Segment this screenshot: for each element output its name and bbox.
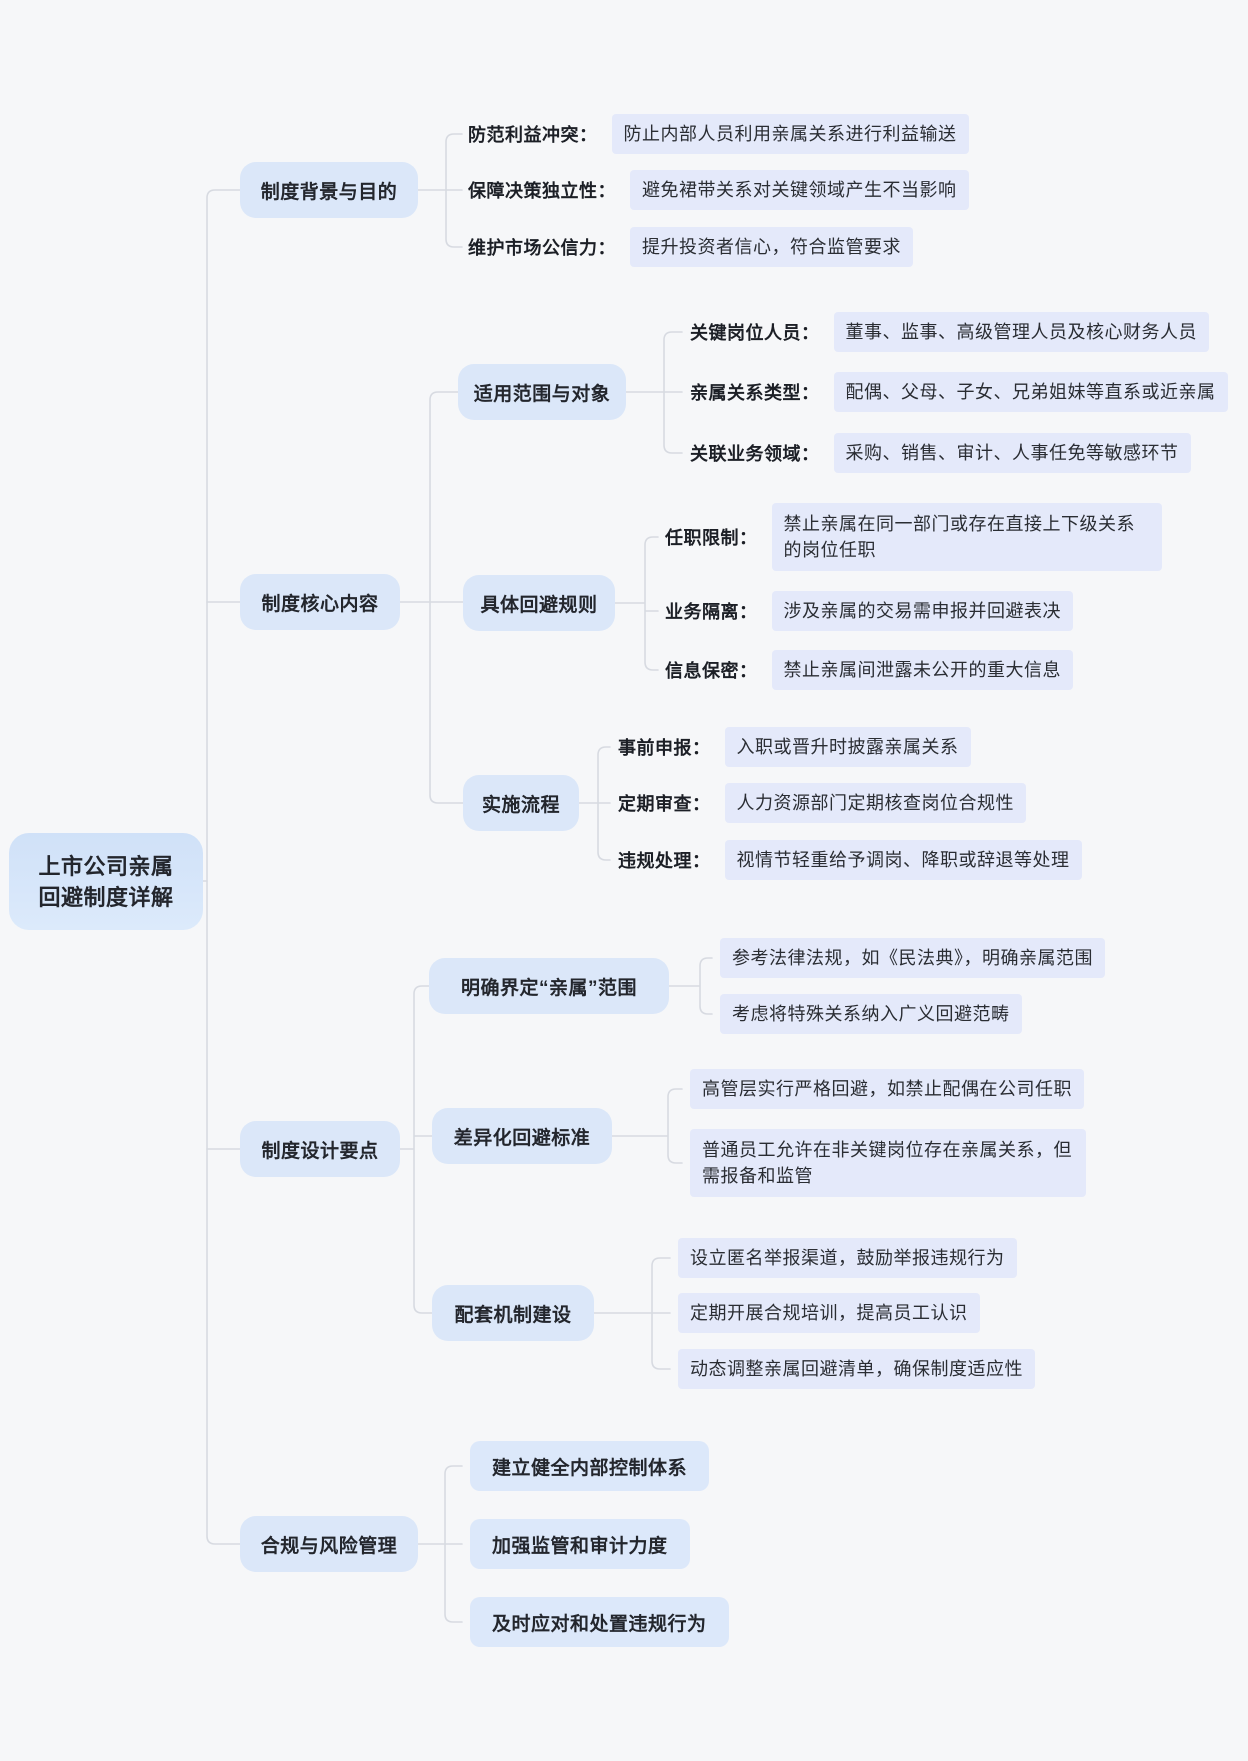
leaf-label: 防范利益冲突：	[468, 125, 598, 145]
node-strengthen-audit[interactable]: 加强监管和审计力度	[470, 1519, 690, 1569]
list-item[interactable]: 参考法律法规，如《民法典》，明确亲属范围	[720, 938, 1105, 978]
group-node-scope-targets[interactable]: 适用范围与对象	[458, 364, 626, 420]
leaf-text: 禁止亲属间泄露未公开的重大信息	[771, 650, 1073, 690]
branch-label: 制度核心内容	[261, 593, 379, 615]
leaf-label: 任职限制：	[665, 528, 758, 548]
list-item[interactable]: 保障决策独立性： 避免裙带关系对关键领域产生不当影响	[468, 170, 969, 210]
group-node-supporting-mechanisms[interactable]: 配套机制建设	[432, 1285, 594, 1341]
leaf-label: 业务隔离：	[665, 602, 758, 622]
leaf-label: 维护市场公信力：	[468, 238, 616, 258]
leaf-text: 禁止亲属在同一部门或存在直接上下级关系的岗位任职	[771, 503, 1162, 571]
branch-node-background-purpose[interactable]: 制度背景与目的	[240, 162, 418, 218]
group-label: 实施流程	[481, 794, 560, 816]
leaf-text: 采购、销售、审计、人事任免等敏感环节	[833, 433, 1191, 473]
leaf-text: 高管层实行严格回避，如禁止配偶在公司任职	[690, 1069, 1084, 1109]
list-item[interactable]: 维护市场公信力： 提升投资者信心，符合监管要求	[468, 227, 913, 267]
list-item[interactable]: 设立匿名举报渠道，鼓励举报违规行为	[678, 1238, 1017, 1278]
list-item[interactable]: 关联业务领域： 采购、销售、审计、人事任免等敏感环节	[690, 433, 1191, 473]
leaf-label: 关联业务领域：	[690, 444, 820, 464]
group-node-define-relatives-scope[interactable]: 明确界定“亲属”范围	[429, 958, 669, 1014]
leaf-text: 董事、监事、高级管理人员及核心财务人员	[833, 312, 1209, 352]
list-item[interactable]: 亲属关系类型： 配偶、父母、子女、兄弟姐妹等直系或近亲属	[690, 372, 1228, 412]
leaf-label: 定期审查：	[618, 794, 711, 814]
leaf-label: 违规处理：	[618, 851, 711, 871]
list-item[interactable]: 高管层实行严格回避，如禁止配偶在公司任职	[690, 1069, 1084, 1109]
leaf-text: 定期开展合规培训，提高员工认识	[678, 1293, 980, 1333]
group-label: 配套机制建设	[454, 1304, 572, 1326]
list-item[interactable]: 事前申报： 入职或晋升时披露亲属关系	[618, 727, 971, 767]
group-node-differentiated-standards[interactable]: 差异化回避标准	[432, 1108, 612, 1164]
branch-node-design-points[interactable]: 制度设计要点	[240, 1121, 400, 1177]
leaf-text: 视情节轻重给予调岗、降职或辞退等处理	[724, 840, 1082, 880]
leaf-text: 普通员工允许在非关键岗位存在亲属关系，但需报备和监管	[690, 1129, 1086, 1197]
leaf-text: 防止内部人员利用亲属关系进行利益输送	[611, 114, 969, 154]
root-title-line1: 上市公司亲属	[38, 853, 174, 879]
leaf-text: 避免裙带关系对关键领域产生不当影响	[630, 170, 969, 210]
list-item[interactable]: 普通员工允许在非关键岗位存在亲属关系，但需报备和监管	[690, 1129, 1086, 1197]
leaf-text: 配偶、父母、子女、兄弟姐妹等直系或近亲属	[833, 372, 1228, 412]
leaf-text: 设立匿名举报渠道，鼓励举报违规行为	[678, 1238, 1017, 1278]
group-label: 具体回避规则	[480, 594, 598, 616]
list-item[interactable]: 任职限制： 禁止亲属在同一部门或存在直接上下级关系的岗位任职	[665, 503, 1162, 571]
branch-node-compliance-risk[interactable]: 合规与风险管理	[240, 1516, 418, 1572]
group-node-avoidance-rules[interactable]: 具体回避规则	[463, 575, 615, 631]
branch-label: 制度设计要点	[261, 1140, 379, 1162]
branch-label: 合规与风险管理	[260, 1535, 398, 1557]
group-label: 适用范围与对象	[473, 383, 611, 405]
group-label: 差异化回避标准	[453, 1127, 591, 1149]
leaf-text: 考虑将特殊关系纳入广义回避范畴	[720, 994, 1022, 1034]
leaf-text: 提升投资者信心，符合监管要求	[630, 227, 913, 267]
leaf-label: 信息保密：	[665, 661, 758, 681]
leaf-text: 涉及亲属的交易需申报并回避表决	[771, 591, 1073, 631]
list-item[interactable]: 防范利益冲突： 防止内部人员利用亲属关系进行利益输送	[468, 114, 969, 154]
branch-label: 制度背景与目的	[260, 181, 398, 203]
list-item[interactable]: 信息保密： 禁止亲属间泄露未公开的重大信息	[665, 650, 1073, 690]
branch-node-core-content[interactable]: 制度核心内容	[240, 574, 400, 630]
leaf-label: 关键岗位人员：	[690, 323, 820, 343]
list-item[interactable]: 动态调整亲属回避清单，确保制度适应性	[678, 1349, 1035, 1389]
leaf-text: 人力资源部门定期核查岗位合规性	[724, 783, 1026, 823]
group-label: 明确界定“亲属”范围	[460, 977, 637, 999]
leaf-label: 亲属关系类型：	[690, 383, 820, 403]
node-internal-control[interactable]: 建立健全内部控制体系	[470, 1441, 710, 1491]
leaf-text: 入职或晋升时披露亲属关系	[724, 727, 971, 767]
leaf-text: 参考法律法规，如《民法典》，明确亲属范围	[720, 938, 1105, 978]
leaf-text: 动态调整亲属回避清单，确保制度适应性	[678, 1349, 1035, 1389]
group-node-implementation-process[interactable]: 实施流程	[463, 775, 579, 831]
root-node[interactable]: 上市公司亲属 回避制度详解	[9, 833, 203, 930]
leaf-label: 保障决策独立性：	[468, 181, 616, 201]
list-item[interactable]: 考虑将特殊关系纳入广义回避范畴	[720, 994, 1022, 1034]
leaf-label: 事前申报：	[618, 738, 711, 758]
list-item[interactable]: 违规处理： 视情节轻重给予调岗、降职或辞退等处理	[618, 840, 1082, 880]
list-item[interactable]: 定期审查： 人力资源部门定期核查岗位合规性	[618, 783, 1026, 823]
list-item[interactable]: 定期开展合规培训，提高员工认识	[678, 1293, 980, 1333]
list-item[interactable]: 业务隔离： 涉及亲属的交易需申报并回避表决	[665, 591, 1073, 631]
list-item[interactable]: 关键岗位人员： 董事、监事、高级管理人员及核心财务人员	[690, 312, 1209, 352]
node-handle-violations[interactable]: 及时应对和处置违规行为	[470, 1597, 729, 1647]
root-title-line2: 回避制度详解	[38, 884, 174, 910]
